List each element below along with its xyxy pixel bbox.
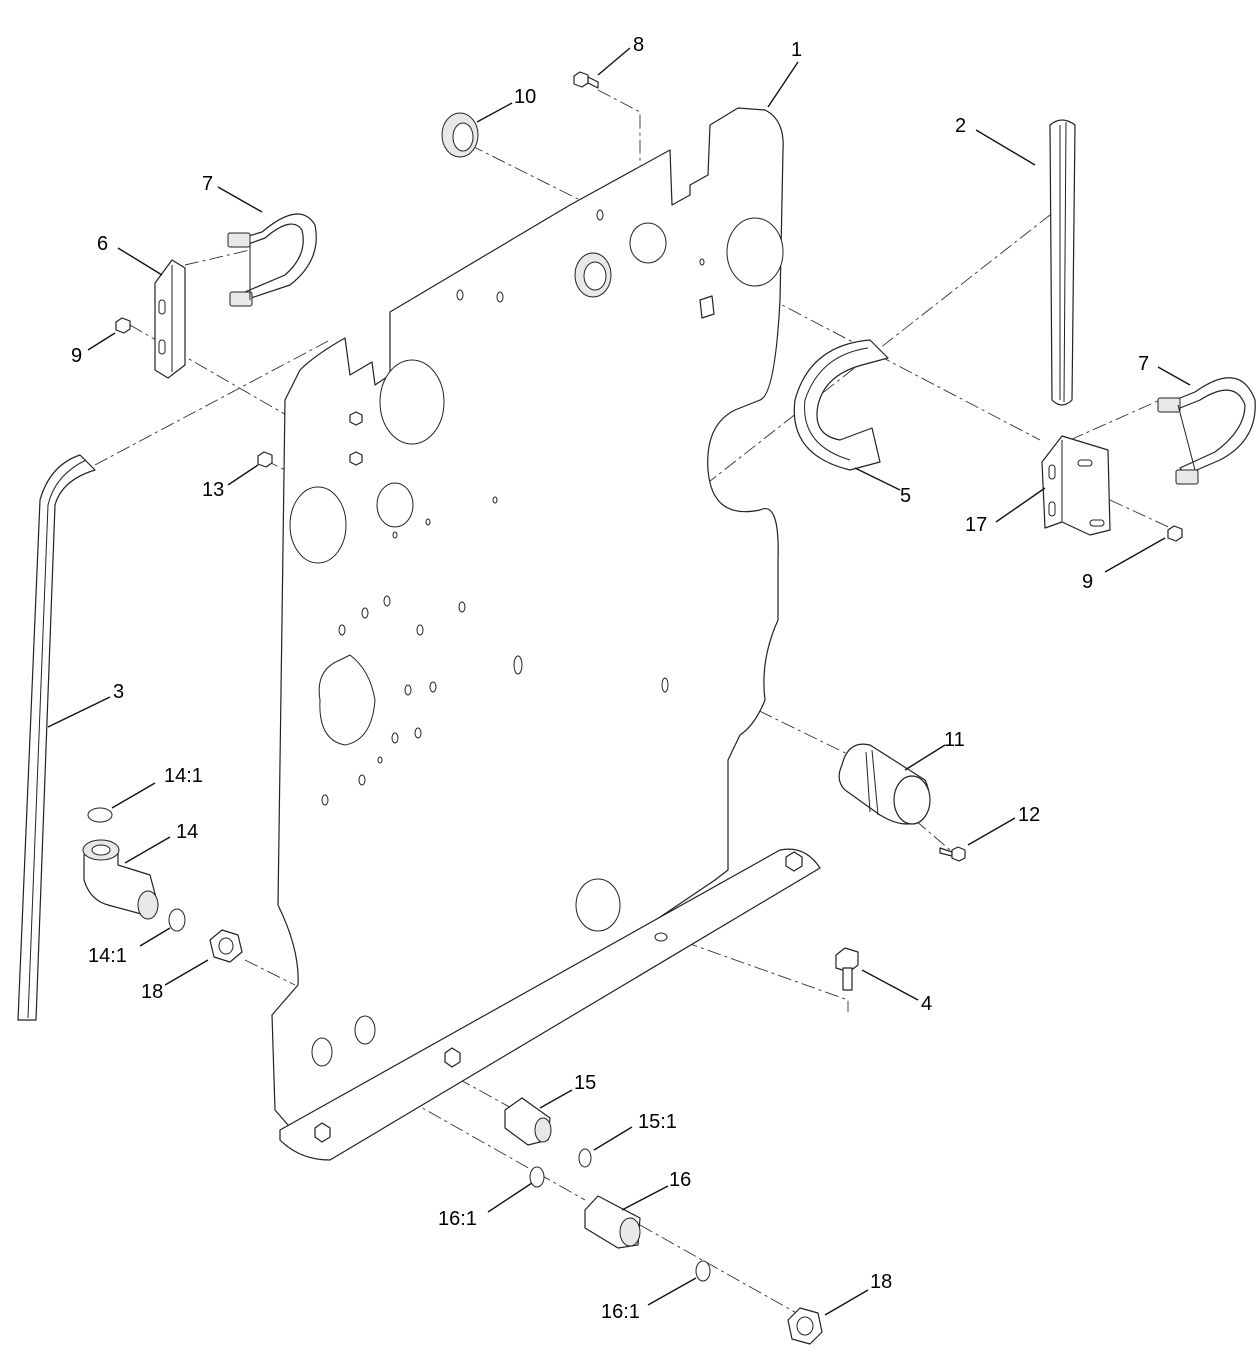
callout-14-1: 14:1 [164, 765, 203, 787]
plate-keyhole [318, 654, 376, 746]
callout-15: 15 [574, 1072, 596, 1094]
plate-hole [629, 222, 667, 264]
callout-18: 18 [870, 1271, 892, 1293]
callout-14-1: 14:1 [88, 945, 127, 967]
curved-seal [17, 454, 96, 1021]
o-ring-15-1 [578, 1148, 592, 1168]
right-bracket [1041, 435, 1111, 536]
callout-5: 5 [900, 485, 911, 507]
callout-7: 7 [1138, 353, 1149, 375]
u-bolt-right [1157, 377, 1256, 485]
bolt-8 [573, 71, 599, 89]
leader-lines [47, 47, 1191, 1316]
callout-17: 17 [965, 514, 987, 536]
main-plate [271, 107, 784, 1141]
nut-9-left [115, 317, 131, 334]
plate-hole [726, 217, 784, 287]
hex-nut-18-left [209, 929, 243, 963]
nut-13 [257, 451, 273, 468]
plate-hole [376, 482, 414, 528]
nut-9-right [1167, 525, 1183, 542]
plate-hole [379, 359, 445, 445]
plate-hole [575, 878, 621, 932]
callout-11: 11 [944, 729, 965, 751]
cylinder-11 [838, 743, 931, 825]
callout-15-1: 15:1 [638, 1111, 677, 1133]
o-ring-14-1-top [87, 807, 113, 823]
grommet-10 [441, 112, 479, 158]
callout-13: 13 [202, 479, 224, 501]
callout-8: 8 [633, 34, 644, 56]
callout-3: 3 [113, 681, 124, 703]
o-ring-16-1-top [529, 1166, 545, 1188]
bolt-12 [939, 846, 966, 862]
callout-2: 2 [955, 115, 966, 137]
callout-4: 4 [921, 993, 932, 1015]
callout-18: 18 [141, 981, 163, 1003]
bottom-bar [279, 848, 821, 1161]
vertical-seal [1049, 119, 1076, 406]
plate-small-holes [321, 209, 705, 806]
plate-hole [354, 1015, 376, 1045]
callout-1: 1 [791, 39, 802, 61]
callout-labels: 1 2 3 4 5 6 7 7 8 9 9 10 11 12 13 14 14:… [71, 34, 1149, 1323]
plate-hole [289, 486, 347, 564]
fitting-15 [504, 1097, 592, 1168]
u-bolt-left [227, 213, 317, 307]
plate-hole [311, 1037, 333, 1067]
callout-7: 7 [202, 173, 213, 195]
plate-studs [349, 295, 715, 466]
callout-9: 9 [71, 345, 82, 367]
callout-16-1: 16:1 [438, 1208, 477, 1230]
fitting-16 [529, 1166, 711, 1282]
o-ring-14-1-bottom [168, 908, 186, 932]
callout-6: 6 [97, 233, 108, 255]
left-bracket [154, 259, 186, 379]
callout-9: 9 [1082, 571, 1093, 593]
callout-12: 12 [1018, 804, 1040, 826]
u-channel-grommet [793, 339, 889, 471]
o-ring-16-1-bottom [695, 1260, 711, 1282]
bolt-4 [835, 947, 859, 991]
callout-10: 10 [514, 86, 536, 108]
callout-14: 14 [176, 821, 198, 843]
hex-nut-18-right [787, 1307, 823, 1345]
callout-16: 16 [669, 1169, 691, 1191]
callout-16-1: 16:1 [601, 1301, 640, 1323]
elbow-fitting-14 [82, 807, 186, 932]
